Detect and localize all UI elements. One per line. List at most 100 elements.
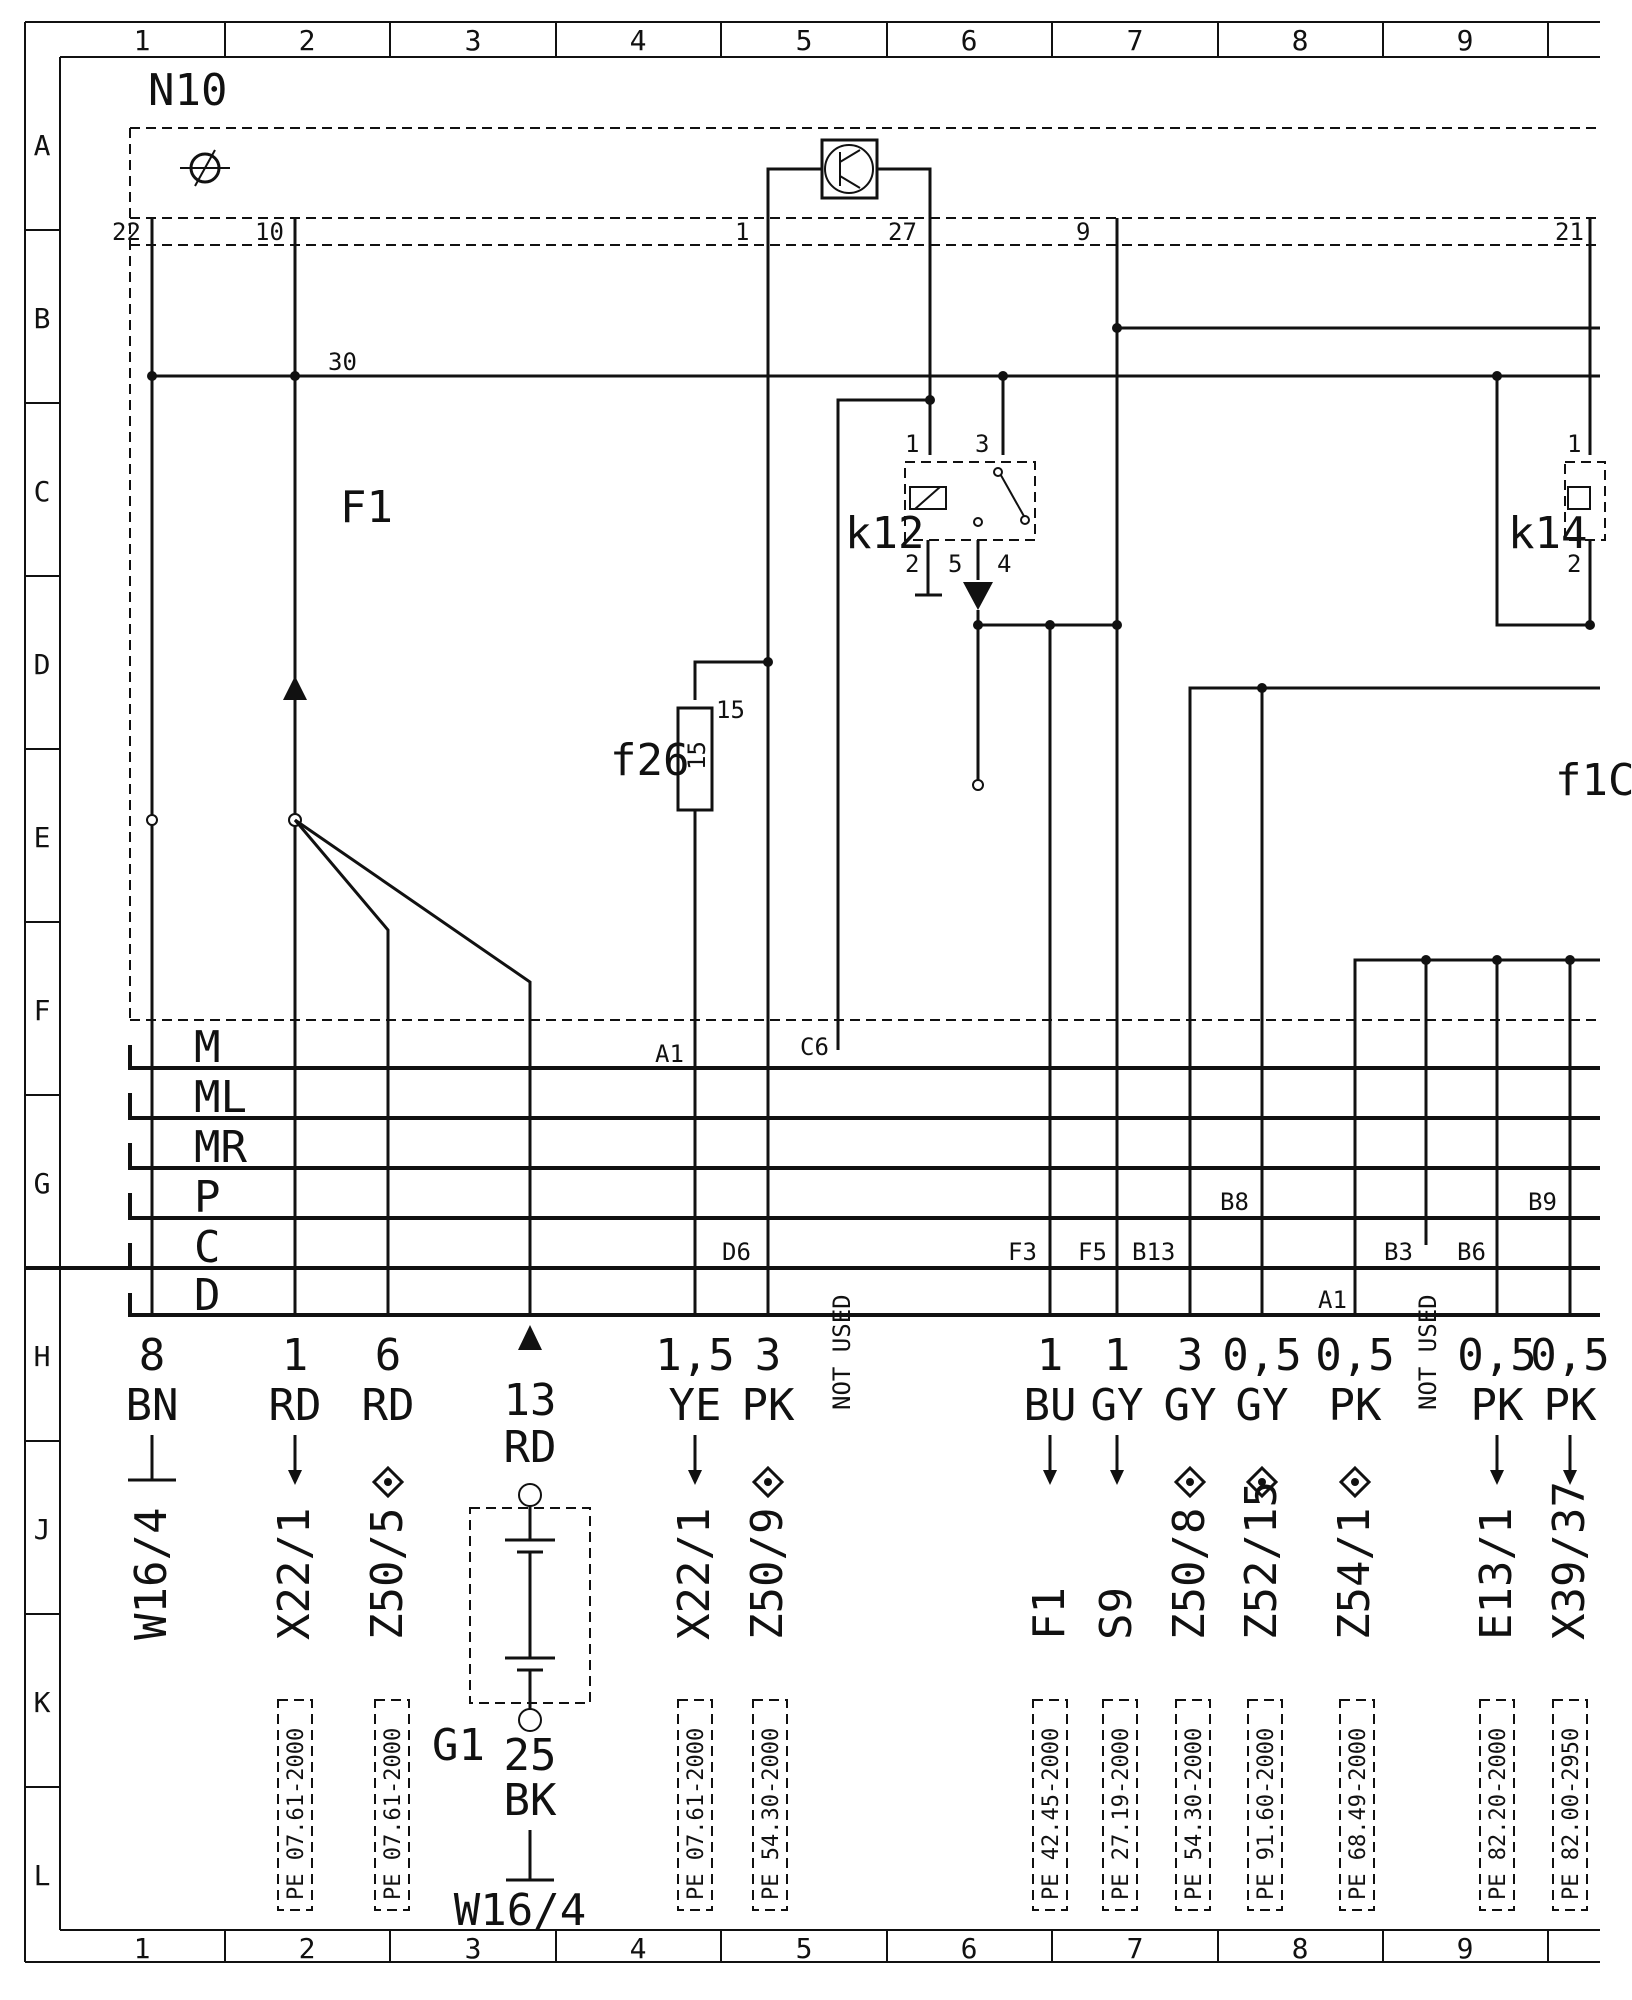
dest-label: Z50/8 [1164, 1508, 1215, 1640]
g1-dest: W16/4 [454, 1885, 586, 1936]
connector-a1-m: A1 [655, 1040, 684, 1068]
pe-references: PE 07.61-2000 PE 07.61-2000 PE 07.61-200… [277, 1699, 1588, 1911]
splice-icon [371, 1465, 1372, 1499]
column-labels-top: 1 2 3 4 5 6 7 8 9 [134, 24, 1474, 57]
row-label: D [34, 648, 51, 681]
wire-color: PK [1471, 1380, 1524, 1431]
connector-b8: B8 [1220, 1188, 1249, 1216]
wire-size: 8 [139, 1330, 166, 1381]
k12-pin1: 1 [905, 430, 919, 458]
pin-label: 1 [735, 218, 749, 246]
wire-color: GY [1236, 1380, 1289, 1431]
pin-label: 21 [1555, 218, 1584, 246]
connector-labels: A1 C6 D6 F3 F5 B13 B8 A1 B3 B6 B9 [655, 1033, 1557, 1314]
col-label: 5 [796, 1932, 813, 1965]
wire-color: RD [269, 1380, 322, 1431]
pe-ref: PE 07.61-2000 [381, 1728, 406, 1900]
wire-color: YE [669, 1380, 722, 1431]
pin-label: 9 [1076, 218, 1090, 246]
f1-label: F1 [340, 482, 393, 533]
col-label: 8 [1292, 1932, 1309, 1965]
col-label: 9 [1457, 1932, 1474, 1965]
row-label: K [34, 1686, 51, 1719]
bus-label-mr: MR [194, 1122, 247, 1173]
not-used-label: NOT USED [828, 1294, 856, 1410]
dest-label: W16/4 [126, 1508, 177, 1640]
wire-size: 6 [375, 1330, 402, 1381]
dest-label: Z50/5 [362, 1508, 413, 1640]
battery-g1: G1 25 BK W16/4 [432, 1483, 591, 1936]
k12-pin4: 4 [997, 550, 1011, 578]
col-label: 9 [1457, 24, 1474, 57]
k14-pin1: 1 [1567, 430, 1581, 458]
col-label: 3 [465, 1932, 482, 1965]
g1-wire-size: 25 [504, 1730, 557, 1781]
wire-color: PK [1544, 1380, 1597, 1431]
pe-ref: PE 91.60-2000 [1254, 1728, 1279, 1900]
wire-size: 3 [755, 1330, 782, 1381]
row-label: C [34, 475, 51, 508]
row-label: H [34, 1340, 51, 1373]
relay-k12 [904, 461, 1036, 541]
col-label: 3 [465, 24, 482, 57]
connector-d6: D6 [722, 1238, 751, 1266]
wire-size: 0,5 [1315, 1330, 1394, 1381]
f26-pin: 15 [716, 696, 745, 724]
g1-label: G1 [432, 1720, 485, 1771]
pe-ref: PE 68.49-2000 [1346, 1728, 1371, 1900]
pe-ref: PE 82.00-2950 [1559, 1728, 1584, 1900]
k12-pin3: 3 [975, 430, 989, 458]
k12-pin5: 5 [948, 550, 962, 578]
k12-pin2: 2 [905, 550, 919, 578]
dest-label: S9 [1091, 1587, 1142, 1640]
row-labels: A B C D E F G H J K L [34, 129, 51, 1892]
dest-label: E13/1 [1471, 1508, 1522, 1640]
row-label: B [34, 302, 51, 335]
pe-ref: PE 82.20-2000 [1486, 1728, 1511, 1900]
bus-label-ml: ML [194, 1072, 247, 1123]
wire-30-label: 30 [328, 348, 357, 376]
dest-label: X39/37 [1544, 1481, 1595, 1640]
row-label: A [34, 129, 51, 162]
dest-label: Z54/1 [1329, 1508, 1380, 1640]
terminal-symbols [128, 1325, 1577, 1499]
dest-label: F1 [1024, 1587, 1075, 1640]
pe-ref: PE 07.61-2000 [284, 1728, 309, 1900]
f26-rating: 15 [683, 741, 711, 770]
wire-size: 1 [1104, 1330, 1131, 1381]
row-label: J [34, 1513, 51, 1546]
not-used-label: NOT USED [1414, 1294, 1442, 1410]
wire-size: 0,5 [1222, 1330, 1301, 1381]
wire-color: BN [126, 1380, 179, 1431]
wire-labels: 8 BN 1 RD 6 RD 13 RD 1,5 YE 3 PK 1 BU 1 … [126, 1294, 1610, 1473]
connector-b6: B6 [1457, 1238, 1486, 1266]
col-label: 1 [134, 1932, 151, 1965]
g1-wire-color: BK [504, 1775, 557, 1826]
f10-label: f1C [1555, 755, 1632, 806]
pe-ref: PE 54.30-2000 [1182, 1728, 1207, 1900]
wire-size: 3 [1177, 1330, 1204, 1381]
transistor-icon [820, 138, 879, 200]
row-label: F [34, 994, 51, 1027]
wire-size: 1 [282, 1330, 309, 1381]
grid-frame [24, 21, 1600, 1963]
connector-b3: B3 [1384, 1238, 1413, 1266]
k14-pin2: 2 [1567, 550, 1581, 578]
col-label: 5 [796, 24, 813, 57]
wire-color: RD [362, 1380, 415, 1431]
bus-label-m: M [194, 1022, 221, 1073]
wire-color: BU [1024, 1380, 1077, 1431]
bus-label-d: D [194, 1270, 221, 1321]
bus-lines: M ML MR P C D [25, 1022, 1600, 1321]
pe-ref: PE 54.30-2000 [759, 1728, 784, 1900]
connector-a1-d: A1 [1318, 1286, 1347, 1314]
wire-size: 0,5 [1457, 1330, 1536, 1381]
wire-color: RD [504, 1422, 557, 1473]
pin-label: 10 [255, 218, 284, 246]
wire-size: 1,5 [655, 1330, 734, 1381]
bus-label-c: C [194, 1222, 221, 1273]
n10-label: N10 [148, 65, 227, 116]
row-label: L [34, 1859, 51, 1892]
connector-f3: F3 [1008, 1238, 1037, 1266]
